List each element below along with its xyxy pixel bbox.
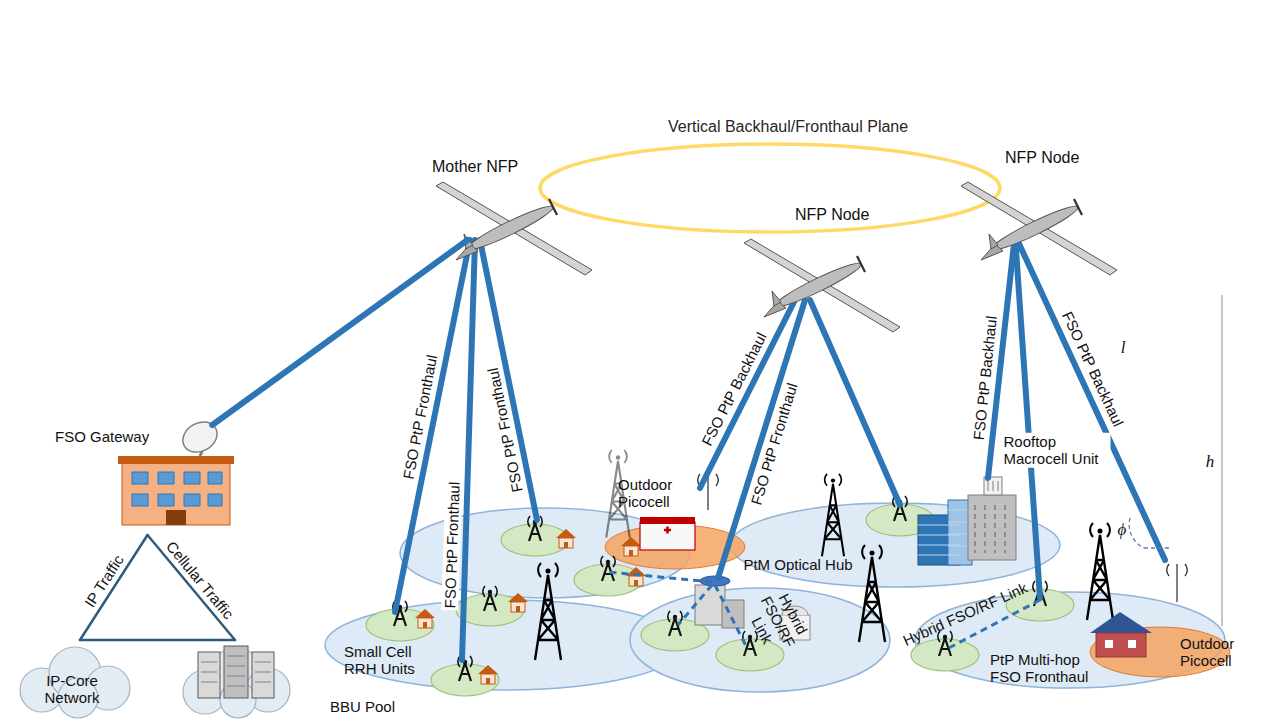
small-cell (601, 556, 615, 581)
house-icon (556, 529, 576, 548)
picocell-pole (698, 474, 1188, 602)
node-label: NFP Node (795, 206, 869, 224)
red-house (1128, 640, 1136, 648)
macro-tower (1087, 523, 1113, 620)
macro-tower (535, 563, 561, 660)
annotation-label: Outdoor Picocell (618, 476, 682, 511)
nfp-node: Mother NFP (425, 155, 595, 240)
nfp-node: NFP Node (780, 205, 895, 295)
edge-label: Cellular Traffic (162, 536, 239, 624)
node-label: BBU Pool (330, 698, 395, 715)
annotation-label: PtP Multi-hop FSO Fronthaul (990, 651, 1090, 686)
server-rack (198, 652, 220, 698)
gateway-node: FSO Gateway (55, 425, 240, 535)
annotation-label: Small Cell RRH Units (344, 643, 424, 678)
backhaul-plane: Vertical Backhaul/Fronthaul PlaneMother … (345, 113, 1258, 295)
fso-link (1015, 235, 1040, 598)
house-icon (415, 609, 435, 628)
angle-arc (1129, 518, 1170, 548)
fso-link (1015, 235, 1165, 560)
small-cell (938, 631, 952, 656)
hospital-building (640, 517, 695, 524)
picocell-pole (698, 474, 1188, 576)
optical-hub-building (700, 576, 730, 586)
macro-tower (859, 545, 885, 642)
annotation-label: Rooftop Macrocell Unit (1002, 433, 1111, 468)
hospital-building (664, 527, 671, 534)
red-house (1105, 640, 1113, 648)
house-icon (621, 537, 641, 556)
node-label: Vertical Backhaul/Fronthaul Plane (668, 118, 908, 136)
annotation-label: PtM Optical Hub (743, 556, 852, 573)
small-cell (366, 496, 1074, 696)
rooftop-building (975, 505, 1005, 553)
server-rack (224, 646, 248, 698)
small-cell (911, 639, 979, 671)
annotation-label: Outdoor Picocell (1180, 635, 1244, 670)
nfp-aircraft (744, 239, 900, 332)
office-tower (918, 510, 972, 555)
core-network-cloud: IP-Core Network (15, 640, 145, 712)
node-label: Mother NFP (432, 158, 518, 176)
dimension-symbol: h (1206, 452, 1215, 472)
annotation-label: FSO PtP Backhaul (1058, 307, 1128, 431)
link-line (148, 535, 236, 640)
macro-tower (535, 474, 1113, 660)
hybrid-link (715, 585, 748, 650)
node-label: NFP Node (1005, 149, 1079, 167)
plane-outline (345, 113, 1258, 295)
office-tower (918, 500, 972, 565)
gateway-building (118, 456, 234, 464)
plane-outline (345, 113, 1258, 295)
annotation-label: FSO PtP Backhaul (697, 328, 771, 451)
small-cell (366, 609, 434, 641)
fso-link (395, 240, 470, 612)
node-label: FSO Gateway (55, 428, 149, 445)
nfp-aircraft (961, 182, 1117, 275)
house-icon (478, 665, 498, 684)
small-cell (431, 664, 499, 696)
hospital-building (640, 522, 695, 550)
macro-tower (822, 474, 844, 556)
hybrid-link (678, 585, 712, 625)
rooftop-building (968, 477, 1016, 560)
nfp-node: NFP Node (1000, 148, 1115, 240)
node-label: IP-Core Network (37, 672, 107, 707)
red-house (1096, 633, 1146, 657)
nfp-aircraft (436, 182, 592, 275)
red-house (1090, 612, 1152, 657)
hybrid-link (608, 572, 1040, 650)
small-cell (483, 586, 497, 611)
optical-hub-building (722, 600, 744, 628)
house-icon (626, 567, 646, 586)
rooftop-building (988, 481, 998, 491)
link-line (80, 639, 235, 642)
picocell-pole (1176, 564, 1178, 602)
fso-link (480, 240, 537, 520)
fso-link (462, 240, 475, 660)
gateway-building (122, 462, 230, 525)
optical-hub-building (695, 585, 725, 625)
height-line (1222, 295, 1223, 626)
gateway-building (166, 510, 186, 525)
house-icon (508, 593, 528, 612)
fso-link (810, 300, 900, 505)
nfp-ring (540, 144, 1000, 232)
dimension-symbol: l (1121, 338, 1126, 358)
bbu-pool: BBU Pool (180, 640, 290, 712)
core-cloud (20, 647, 290, 718)
server-rack (252, 652, 274, 698)
link-line (80, 535, 148, 640)
rooftop-building (968, 495, 1016, 560)
server-rack (198, 646, 274, 698)
hospital-building (606, 450, 695, 550)
hybrid-link (608, 572, 712, 582)
dimension-symbol: ϕ (1118, 520, 1127, 540)
red-house (1090, 612, 1152, 633)
annotation-label: FSO PtP Fronthaul (441, 480, 463, 611)
server-rack (201, 656, 271, 686)
gateway-building (132, 472, 222, 506)
